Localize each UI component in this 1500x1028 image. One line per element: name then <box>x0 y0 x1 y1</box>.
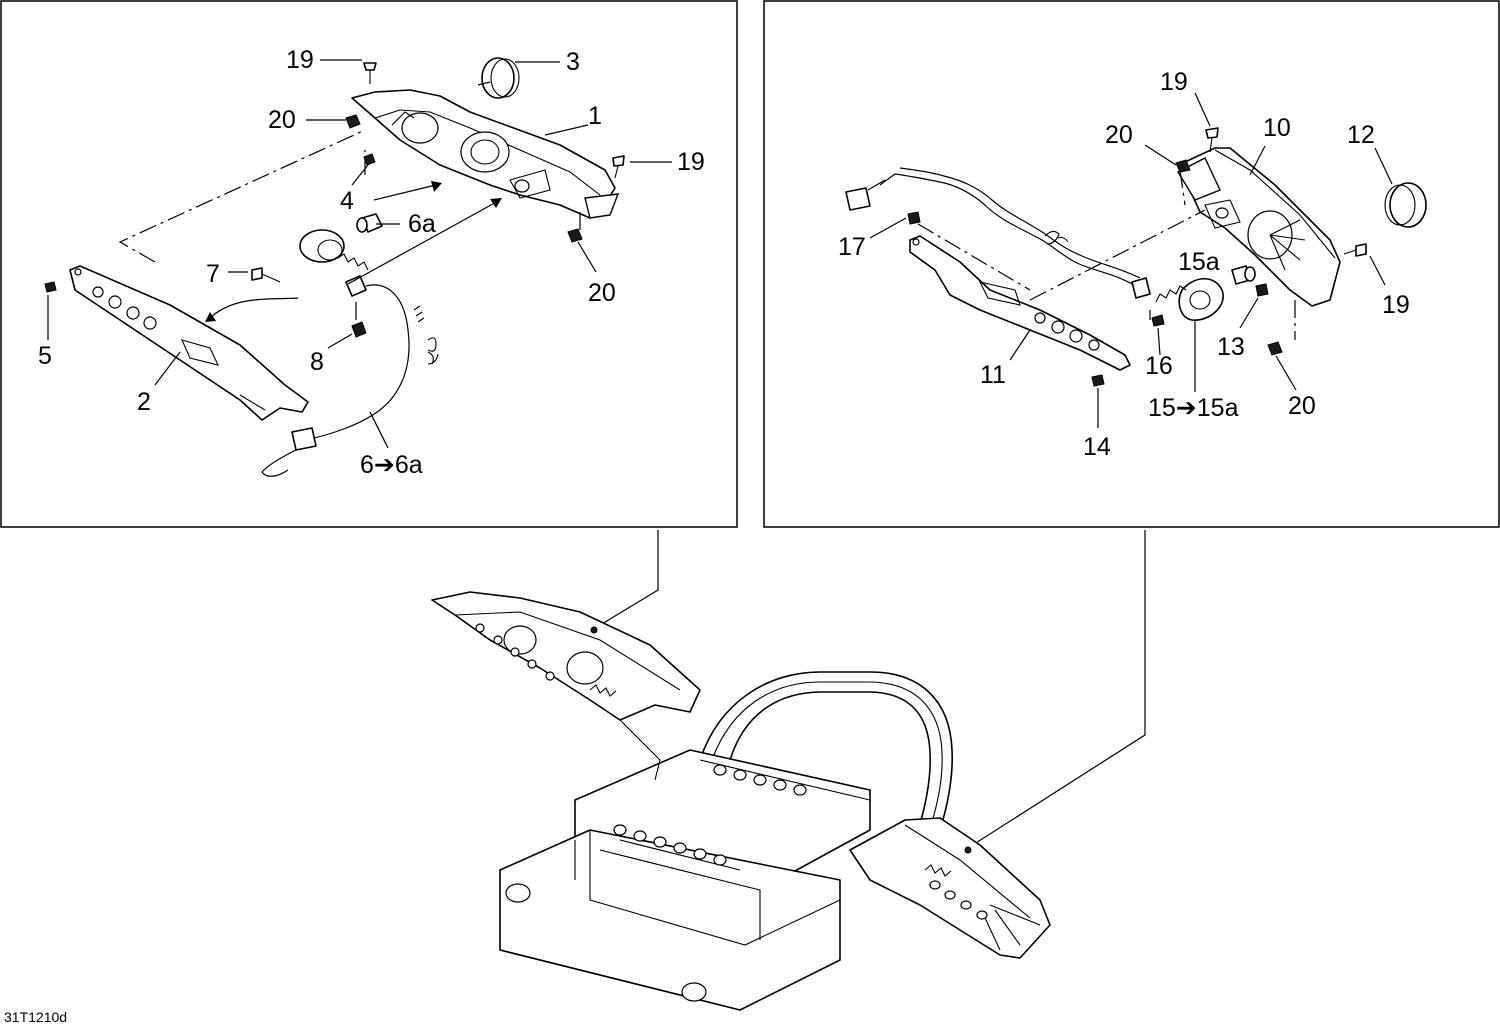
assembly-lines-right <box>917 169 1296 340</box>
bracket-2 <box>69 265 309 421</box>
callout-11: 11 <box>980 361 1006 389</box>
callout-7: 7 <box>206 260 220 288</box>
callout-15-to-15a: 15➔15a <box>1148 394 1239 422</box>
screw-7 <box>251 267 281 283</box>
callout-20: 20 <box>268 106 296 134</box>
nut-20-lower-right <box>1267 341 1283 356</box>
tail-light-housing-left <box>351 89 620 219</box>
callout-20: 20 <box>588 279 616 307</box>
overview-assembly <box>431 530 1146 1011</box>
bulb-15a <box>1231 265 1256 285</box>
lens-right <box>1384 182 1427 228</box>
overview-left-taillight <box>431 591 701 781</box>
callout-5: 5 <box>38 342 52 370</box>
socket-wire-harness-6 <box>261 229 439 477</box>
bulb-6a <box>356 213 383 233</box>
arrow-head <box>205 312 216 322</box>
callout-19: 19 <box>1382 291 1410 319</box>
callout-19: 19 <box>677 148 705 176</box>
socket-wire-harness-15 <box>845 167 1224 321</box>
callout-10: 10 <box>1263 114 1291 142</box>
nut-20-upper-left <box>345 114 361 129</box>
figure-id: 31T1210d <box>4 1009 67 1025</box>
callout-19: 19 <box>1160 68 1188 96</box>
callout-16: 16 <box>1145 352 1173 380</box>
callout-17: 17 <box>838 233 866 261</box>
screw-14 <box>1091 374 1105 387</box>
right-detail-panel: 19 10 12 20 17 15a 19 13 11 16 14 15➔15a… <box>763 0 1500 528</box>
screw-16 <box>1151 314 1165 327</box>
callout-12: 12 <box>1347 121 1375 149</box>
leaders-left <box>47 59 672 449</box>
arrow-head <box>490 198 502 208</box>
screw-19-right-right <box>1343 243 1367 257</box>
callout-19: 19 <box>286 46 314 74</box>
screw-19-upper-right <box>1205 127 1219 153</box>
callout-20: 20 <box>1288 392 1316 420</box>
lens-left <box>477 57 520 99</box>
callout-14: 14 <box>1083 433 1111 461</box>
nut-4 <box>363 153 376 166</box>
arrow-head <box>431 181 442 192</box>
nut-20-lower-left <box>567 228 583 243</box>
nut-8 <box>351 321 367 338</box>
bracket-11 <box>909 235 1131 371</box>
callout-2: 2 <box>137 388 151 416</box>
callout-6a: 6a <box>408 210 436 238</box>
nut-20-upper-right <box>1175 159 1191 173</box>
nut-17 <box>907 211 921 225</box>
screw-5 <box>44 281 57 293</box>
left-detail-panel: 19 3 20 1 19 4 6a 20 7 5 8 2 6➔6a <box>0 0 738 528</box>
assembly-lines-left <box>118 129 581 320</box>
screw-19-right-left <box>612 155 625 179</box>
callout-15a: 15a <box>1178 248 1220 276</box>
callout-1: 1 <box>588 102 602 130</box>
callout-8: 8 <box>310 348 324 376</box>
callout-20: 20 <box>1105 121 1133 149</box>
frame-holes <box>613 764 807 866</box>
overview-right-taillight <box>849 817 1051 959</box>
leaders-right <box>869 92 1393 428</box>
screw-19-upper-left <box>363 62 377 84</box>
callout-4: 4 <box>340 187 354 215</box>
callout-6-to-6a: 6➔6a <box>360 451 423 479</box>
nut-13 <box>1255 283 1269 297</box>
callout-13: 13 <box>1217 333 1245 361</box>
callout-3: 3 <box>566 48 580 76</box>
